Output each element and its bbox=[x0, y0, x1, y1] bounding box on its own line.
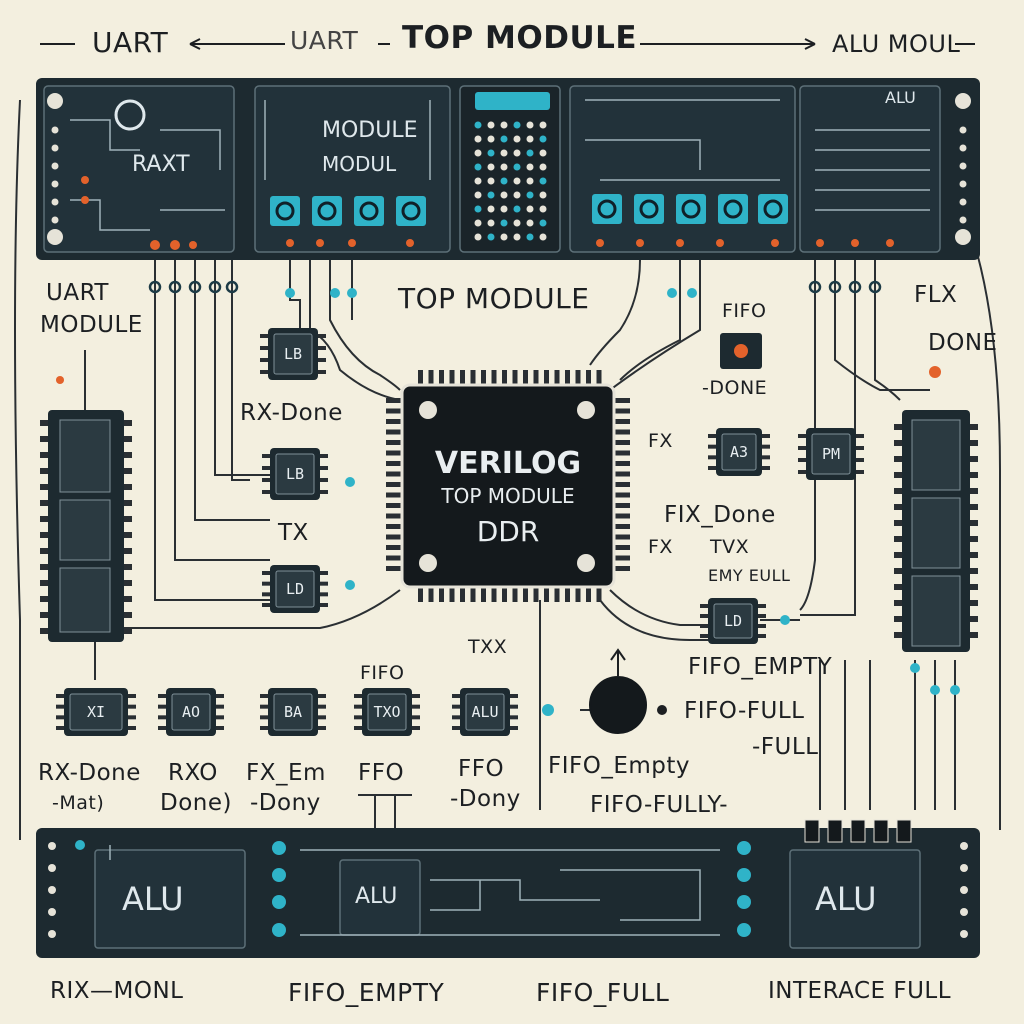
chip-label-ld2: LD bbox=[723, 612, 743, 630]
chip-label-alu: ALU bbox=[471, 703, 499, 721]
chip-label-txo: TXO bbox=[373, 703, 401, 721]
chip-label-lb1: LB bbox=[283, 345, 303, 363]
header-title: TOP MODULE bbox=[402, 20, 638, 56]
header-arrows bbox=[40, 38, 975, 50]
tx-label: TX bbox=[278, 520, 309, 546]
led-matrix bbox=[474, 121, 547, 241]
top-board-alu-label: ALU bbox=[885, 88, 916, 107]
caption-ffo-2-sub: -Dony bbox=[450, 786, 521, 812]
top-board-modul-label: MODUL bbox=[322, 152, 397, 176]
signal-wires bbox=[14, 99, 1001, 840]
caption-fx-em: FX_Em bbox=[246, 760, 326, 786]
caption-fx-em-sub: -Dony bbox=[250, 790, 321, 816]
flx-done-label: DONE bbox=[928, 330, 998, 356]
fifo-empty-label-2: FIFO_Empty bbox=[548, 753, 691, 779]
header-left-label-2: UART bbox=[290, 26, 359, 55]
footer-fifo-full: FIFO_FULL bbox=[536, 978, 670, 1007]
caption-rx-done: RX-Done bbox=[38, 760, 141, 786]
chip-label-rx: XI bbox=[86, 703, 106, 721]
fifo-full-label: FIFO-FULL bbox=[684, 698, 805, 724]
done-label: -DONE bbox=[702, 377, 768, 399]
fifo-label: FIFO bbox=[722, 300, 767, 322]
header-right-label: ALU MOUL bbox=[832, 30, 961, 58]
cpu-pins bbox=[386, 370, 630, 602]
top-board-module-label: MODULE bbox=[322, 118, 418, 143]
uart-module-label-2: MODULE bbox=[40, 312, 143, 338]
caption-ffo-2: FFO bbox=[458, 756, 505, 782]
fix-done-label: FIX_Done bbox=[664, 502, 776, 528]
top-board-left-chip-label: RAXT bbox=[132, 152, 190, 177]
caption-rxo-done: Done) bbox=[160, 790, 232, 816]
chip-label-lb2: LB bbox=[285, 465, 305, 483]
caption-fifo-above: FIFO bbox=[360, 662, 405, 684]
chip-lb2 bbox=[262, 448, 328, 500]
tvx-label: TVX bbox=[710, 536, 750, 558]
bottom-alu-label-1: ALU bbox=[122, 880, 184, 918]
footer-rix-monl: RIX—MONL bbox=[50, 978, 184, 1004]
flx-label: FLX bbox=[914, 282, 958, 308]
small-chips bbox=[56, 328, 864, 736]
fx-label: FX bbox=[648, 430, 673, 452]
bottom-board-pins bbox=[48, 842, 968, 938]
uart-module-label-1: UART bbox=[46, 280, 109, 306]
bottom-alu-label-3: ALU bbox=[815, 880, 877, 918]
chip-ao bbox=[158, 688, 224, 736]
txx-label: TXX bbox=[468, 636, 508, 658]
chip-alu bbox=[452, 688, 518, 736]
cpu-subtitle-ddr: DDR bbox=[476, 515, 540, 548]
blue-buttons bbox=[270, 194, 788, 226]
left-vertical-ic bbox=[40, 410, 132, 642]
fifo-empty-label: FIFO_EMPTY bbox=[688, 654, 833, 680]
footer-interace-full: INTERACE FULL bbox=[768, 978, 952, 1004]
chip-pm bbox=[798, 428, 864, 480]
chip-ba bbox=[260, 688, 326, 736]
fx-label-2: FX bbox=[648, 536, 673, 558]
rx-done-label: RX-Done bbox=[240, 400, 343, 426]
chip-a3 bbox=[708, 428, 770, 476]
caption-rx-done-sub: -Mat) bbox=[52, 792, 105, 814]
cpu-title-verilog: VERILOG bbox=[434, 446, 582, 481]
alu-circle bbox=[589, 648, 667, 734]
chip-ld bbox=[262, 565, 328, 613]
fifo-fully-label: FIFO-FULLY- bbox=[590, 792, 729, 818]
bottom-alu-label-2: ALU bbox=[355, 884, 398, 909]
cpu-subtitle-top-module: TOP MODULE bbox=[441, 484, 575, 508]
chip-label-ba: BA bbox=[283, 703, 303, 721]
top-module-mid-label: TOP MODULE bbox=[398, 282, 590, 315]
footer-fifo-empty: FIFO_EMPTY bbox=[288, 978, 445, 1007]
top-board bbox=[36, 78, 980, 260]
chip-label-ao: AO bbox=[181, 703, 201, 721]
full-label: -FULL bbox=[752, 734, 819, 760]
bottom-board bbox=[36, 819, 980, 958]
chip-lb1 bbox=[260, 328, 326, 380]
right-vertical-ic bbox=[894, 410, 978, 652]
header-left-label: UART bbox=[92, 26, 169, 59]
chip-label-pm: PM bbox=[821, 445, 841, 463]
chip-label-a3: A3 bbox=[729, 443, 749, 461]
chip-ld2 bbox=[700, 598, 766, 644]
verilog-cpu-chip bbox=[386, 370, 630, 602]
emy-full-label: EMY EULL bbox=[708, 566, 791, 585]
chip-label-ld: LD bbox=[285, 580, 305, 598]
caption-rxo: RXO bbox=[168, 760, 218, 786]
caption-ffo-1: FFO bbox=[358, 760, 405, 786]
chip-txo bbox=[354, 688, 420, 736]
chip-rx bbox=[56, 688, 136, 736]
